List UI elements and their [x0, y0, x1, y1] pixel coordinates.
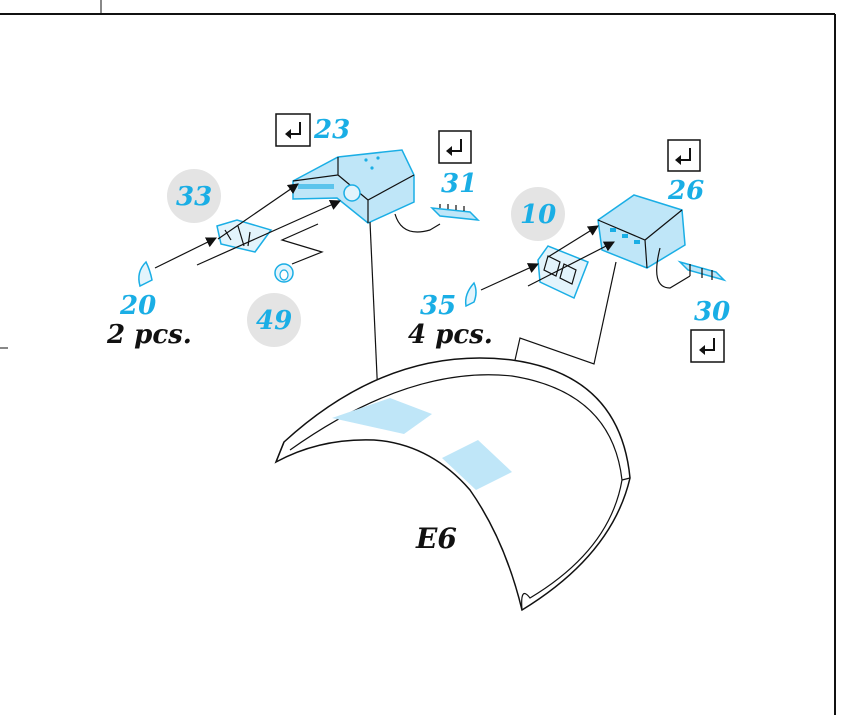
- part-number-33: 33: [176, 182, 212, 212]
- badge-10: [511, 187, 565, 241]
- mount-area-right: [442, 440, 512, 490]
- bend-arrow-icon: [275, 113, 311, 147]
- badge-49: [247, 293, 301, 347]
- right-assembly: 26 10 30: [408, 139, 730, 446]
- part-31-connector: [429, 204, 481, 221]
- badge-33: [167, 169, 221, 223]
- part-number-35: 35: [420, 291, 456, 321]
- part-35-lens: [464, 281, 477, 308]
- sub-assembly-label: E6: [415, 522, 457, 555]
- part-number-31: 31: [441, 169, 477, 199]
- part-26-box: [597, 194, 686, 269]
- part-30-connector: [677, 260, 727, 282]
- sub-assembly-e6-panel: E6: [274, 357, 631, 612]
- quantity-right: 4 pcs.: [408, 320, 493, 350]
- part-panel-piece: [537, 245, 589, 300]
- part-number-30: 30: [694, 297, 730, 327]
- part-20-lens: [138, 260, 153, 288]
- part-number-26: 26: [667, 176, 704, 206]
- part-number-20: 20: [119, 291, 156, 321]
- part-23-box: [292, 149, 415, 224]
- mount-area-left: [332, 398, 432, 434]
- part-number-49: 49: [256, 306, 292, 336]
- bend-arrow-icon: [438, 130, 472, 164]
- part-number-10: 10: [520, 200, 556, 230]
- part-number-23: 23: [313, 115, 350, 145]
- part-49-ring: [274, 263, 294, 283]
- part-frame-piece: [216, 219, 273, 253]
- bend-arrow-icon: [667, 139, 701, 172]
- bend-arrow-icon: [690, 329, 725, 363]
- left-assembly: 23 33 31: [106, 113, 481, 400]
- quantity-left: 2 pcs.: [106, 320, 192, 350]
